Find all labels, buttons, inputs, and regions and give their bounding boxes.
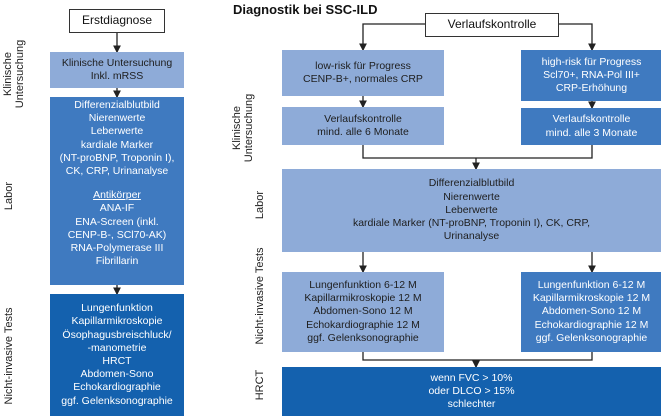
arrow-start-to-high [559,23,596,52]
high-risk-box: high-risk für Progress Scl70+, RNA-Pol I… [521,50,661,101]
clinical-exam-box: Klinische Untersuchung Inkl. mRSS [50,52,184,88]
row-label-clinical-left: Klinische Untersuchung [2,39,26,109]
start-label-right: Verlaufskontrolle [447,17,537,32]
row-label-hrct: HRCT [254,369,266,401]
merge-line [362,145,593,159]
row-label-labor-right: Labor [254,190,266,220]
tests-box-left: Lungenfunktion Kapillarmikroskopie Ösoph… [50,294,184,416]
row-label-tests-right: Nicht-invasive Tests [254,247,266,345]
tests-low-box: Lungenfunktion 6-12 M Kapillarmikroskopi… [282,272,444,352]
merge-line-hrct [362,352,593,361]
row-label-labor-left: Labor [3,181,15,211]
row-label-tests-left: Nicht-invasive Tests [3,307,15,405]
start-label: Erstdiagnose [81,13,153,28]
antikoerper-heading: Antikörper [93,189,141,202]
row-label-clinical-right: Klinische Untersuchung [231,93,255,163]
hrct-box: wenn FVC > 10% oder DLCO > 15% schlechte… [282,367,661,416]
tests-high-box: Lungenfunktion 6-12 M Kapillarmikroskopi… [521,272,661,352]
arrow-start-to-low [359,23,425,52]
start-box-verlaufskontrolle: Verlaufskontrolle [425,13,559,37]
followup-low-box: Verlaufskontrolle mind. alle 6 Monate [282,107,444,145]
labor-box-right: Differenzialblutbild Nierenwerte Leberwe… [282,169,661,252]
low-risk-box: low-risk für Progress CENP-B+, normales … [282,50,444,96]
start-box-erstdiagnose: Erstdiagnose [69,9,165,33]
labor-box-left: Differenzialblutbild Nierenwerte Leberwe… [50,97,184,285]
diagram-title: Diagnostik bei SSC-ILD [233,2,378,17]
followup-high-box: Verlaufskontrolle mind. alle 3 Monate [521,108,661,145]
